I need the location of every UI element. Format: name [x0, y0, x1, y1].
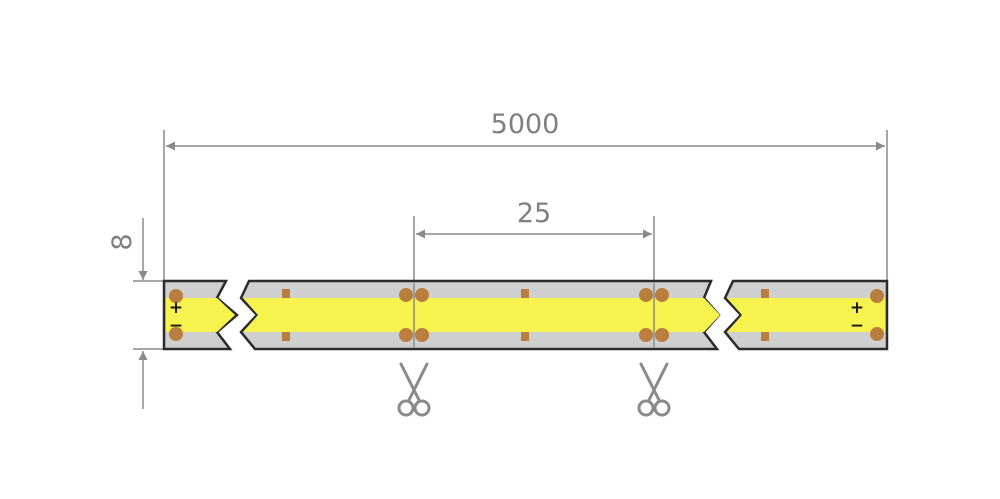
copper-tab: [761, 289, 769, 298]
cut-interval-dimension: 25: [413, 198, 655, 300]
solder-pad: [639, 328, 653, 342]
segment-middle-led: [243, 298, 720, 332]
polarity-minus-left: −: [169, 316, 183, 336]
segment-right-led: [727, 298, 885, 332]
polarity-plus-left: +: [169, 298, 183, 318]
solder-pad: [655, 288, 669, 302]
copper-pad: [169, 327, 183, 341]
polarity-minus-right: −: [850, 316, 864, 336]
segment-left-led: [166, 298, 235, 332]
strip-width-label: 8: [107, 233, 138, 250]
solder-pad: [399, 288, 413, 302]
copper-tab: [761, 332, 769, 341]
scissors-icon: [637, 362, 671, 417]
copper-pad: [169, 289, 183, 303]
strip-segment-left: + −: [162, 279, 239, 351]
strip-segment-middle: [239, 279, 721, 351]
polarity-plus-right: +: [850, 298, 864, 318]
strip-width-dimension: 8: [107, 218, 164, 409]
solder-pad: [415, 288, 429, 302]
cut-interval-label: 25: [517, 198, 551, 229]
total-length-dimension: 5000: [163, 109, 888, 283]
total-length-label: 5000: [491, 109, 560, 140]
copper-pad: [870, 289, 884, 303]
copper-tab: [282, 289, 290, 298]
solder-pad: [415, 328, 429, 342]
strip-segment-right: + −: [723, 279, 889, 351]
copper-pad: [870, 327, 884, 341]
solder-pad: [639, 288, 653, 302]
scissors-icon: [397, 362, 431, 417]
copper-tab: [521, 289, 529, 298]
solder-pad: [399, 328, 413, 342]
copper-tab: [282, 332, 290, 341]
copper-tab: [521, 332, 529, 341]
solder-pad: [655, 328, 669, 342]
